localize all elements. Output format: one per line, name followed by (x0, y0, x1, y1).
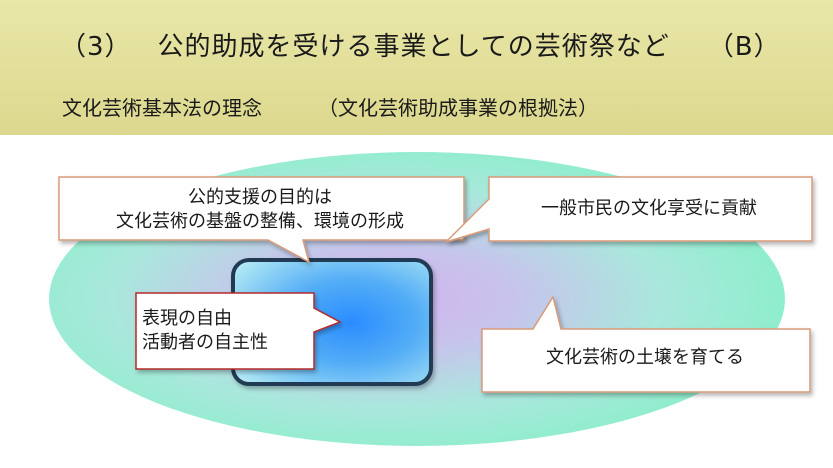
title-suffix: （B） (707, 32, 781, 62)
title-tag: （3） (60, 32, 132, 62)
title-main: 公的助成を受ける事業としての芸術祭など (157, 32, 670, 62)
page-subtitle: 文化芸術基本法の理念 （文化芸術助成事業の根拠法） (62, 92, 598, 121)
cultivation-callout: 文化芸術の土壌を育てる (482, 346, 808, 370)
contribution-text: 一般市民の文化享受に貢献 (541, 198, 757, 219)
freedom-line-2: 活動者の自主性 (142, 332, 268, 354)
freedom-callout-box (135, 292, 342, 370)
contribution-callout-box (445, 176, 813, 243)
page-title: （3） 公的助成を受ける事業としての芸術祭など （B） (60, 26, 781, 63)
freedom-line-1: 表現の自由 (142, 308, 232, 329)
diagram-canvas (49, 152, 813, 446)
subtitle-main: 文化芸術基本法の理念 (62, 96, 262, 120)
subtitle-paren: （文化芸術助成事業の根拠法） (318, 96, 598, 120)
purpose-callout-box (58, 176, 465, 264)
cultivation-text: 文化芸術の土壌を育てる (546, 347, 744, 368)
freedom-callout: 表現の自由 活動者の自主性 (142, 307, 307, 356)
cultivation-callout-box (481, 295, 811, 393)
header-band: （3） 公的助成を受ける事業としての芸術祭など （B） 文化芸術基本法の理念 （文化芸… (0, 0, 833, 135)
purpose-line-1: 公的支援の目的は (188, 187, 332, 208)
purpose-callout: 公的支援の目的は 文化芸術の基盤の整備、環境の形成 (60, 186, 460, 235)
purpose-line-2: 文化芸術の基盤の整備、環境の形成 (116, 211, 404, 233)
contribution-callout: 一般市民の文化享受に貢献 (490, 197, 808, 221)
